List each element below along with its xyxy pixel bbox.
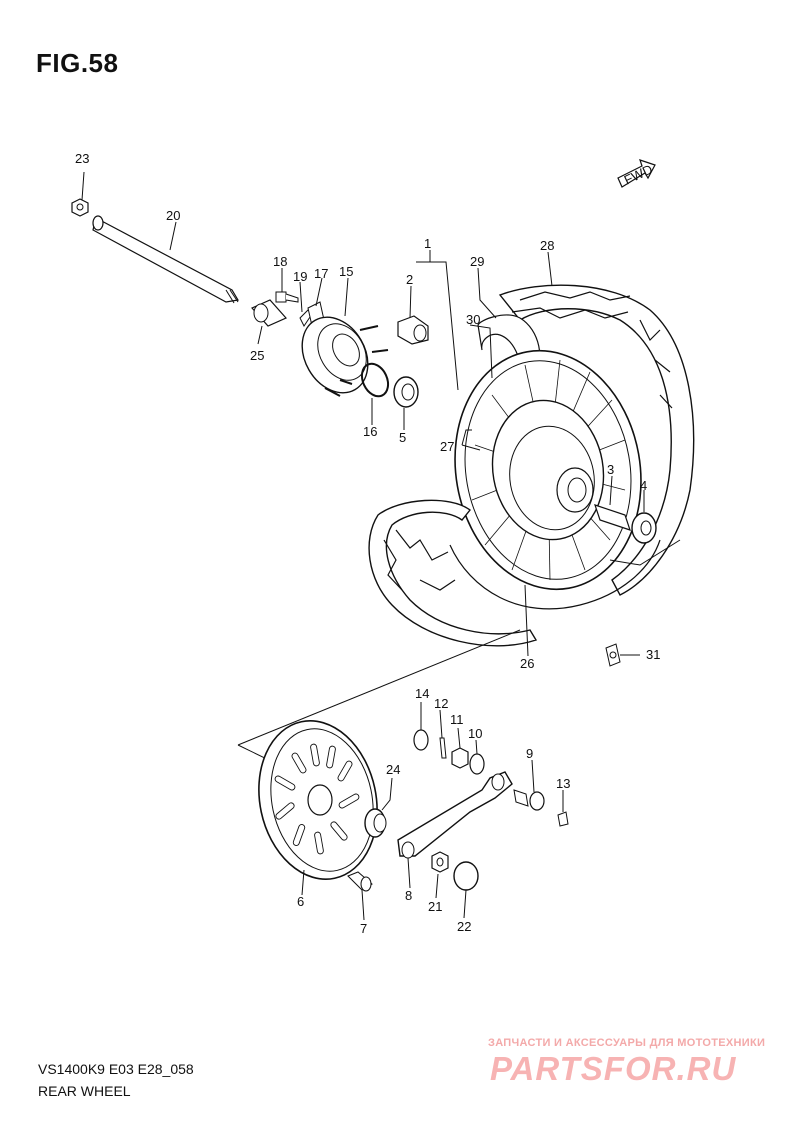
callout-3: 3 [607,462,614,477]
brake-collar [364,808,387,838]
callout-12: 12 [434,696,448,711]
model-code: VS1400K9 E03 E28_058 [38,1061,194,1077]
wheel-bearing [631,512,657,544]
callout-19: 19 [293,269,307,284]
rear-axle [92,215,239,304]
brake-disc [258,720,378,880]
callout-15: 15 [339,264,353,279]
figure-title: FIG.58 [36,48,119,78]
disc-bolt [347,871,373,892]
valve-clip [605,643,621,667]
hub-damper [397,315,429,345]
callout-13: 13 [556,776,570,791]
axle-nut [71,198,89,217]
torque-link-nut [451,747,469,769]
watermark-brand: PARTSFOR.RU [490,1050,737,1087]
torque-link-pin [439,737,447,759]
o-ring [360,362,390,398]
callout-6: 6 [297,894,304,909]
torque-link-cushion [413,729,429,751]
callout-30: 30 [466,312,480,327]
callout-4: 4 [640,478,647,493]
callout-23: 23 [75,151,89,166]
leader-lines [81,171,645,921]
callout-10: 10 [468,726,482,741]
torque-link-nut-lower [431,851,449,873]
callout-18: 18 [273,254,287,269]
axle-spacer [251,299,287,327]
callout-25: 25 [250,348,264,363]
figure-subtitle: REAR WHEEL [38,1083,131,1099]
torque-link-washer [469,753,485,775]
wheel-spacer [594,504,631,531]
callout-27: 27 [440,439,454,454]
callout-20: 20 [166,208,180,223]
torque-link-bolt [513,789,545,811]
fwd-label: FWD [622,161,655,187]
callout-14: 14 [415,686,429,701]
driven-hub [301,316,389,397]
hub-bolt [275,291,299,303]
callout-28: 28 [540,238,554,253]
callout-7: 7 [360,921,367,936]
callout-29: 29 [470,254,484,269]
cap [453,861,479,891]
torque-link [397,771,513,859]
callout-26: 26 [520,656,534,671]
callout-1: 1 [424,236,431,251]
rear-tire-bottom [368,499,661,647]
callout-8: 8 [405,888,412,903]
cotter-pin-small [557,811,569,827]
callout-22: 22 [457,919,471,934]
rear-tire-top [498,284,695,596]
callout-2: 2 [406,272,413,287]
callout-11: 11 [450,712,464,727]
callout-17: 17 [314,266,328,281]
callout-16: 16 [363,424,377,439]
watermark-tagline: ЗАПЧАСТИ И АКСЕССУАРЫ ДЛЯ МОТОТЕХНИКИ [488,1037,766,1049]
callout-9: 9 [526,746,533,761]
callout-21: 21 [428,899,442,914]
callout-5: 5 [399,430,406,445]
callout-labels: 23 20 18 19 17 15 25 2 1 29 28 30 16 5 2… [75,151,660,936]
hub-bearing [393,376,419,408]
callout-31: 31 [646,647,660,662]
callout-24: 24 [386,762,400,777]
spoked-wheel [454,349,642,591]
fwd-arrow-icon: FWD [617,159,656,188]
